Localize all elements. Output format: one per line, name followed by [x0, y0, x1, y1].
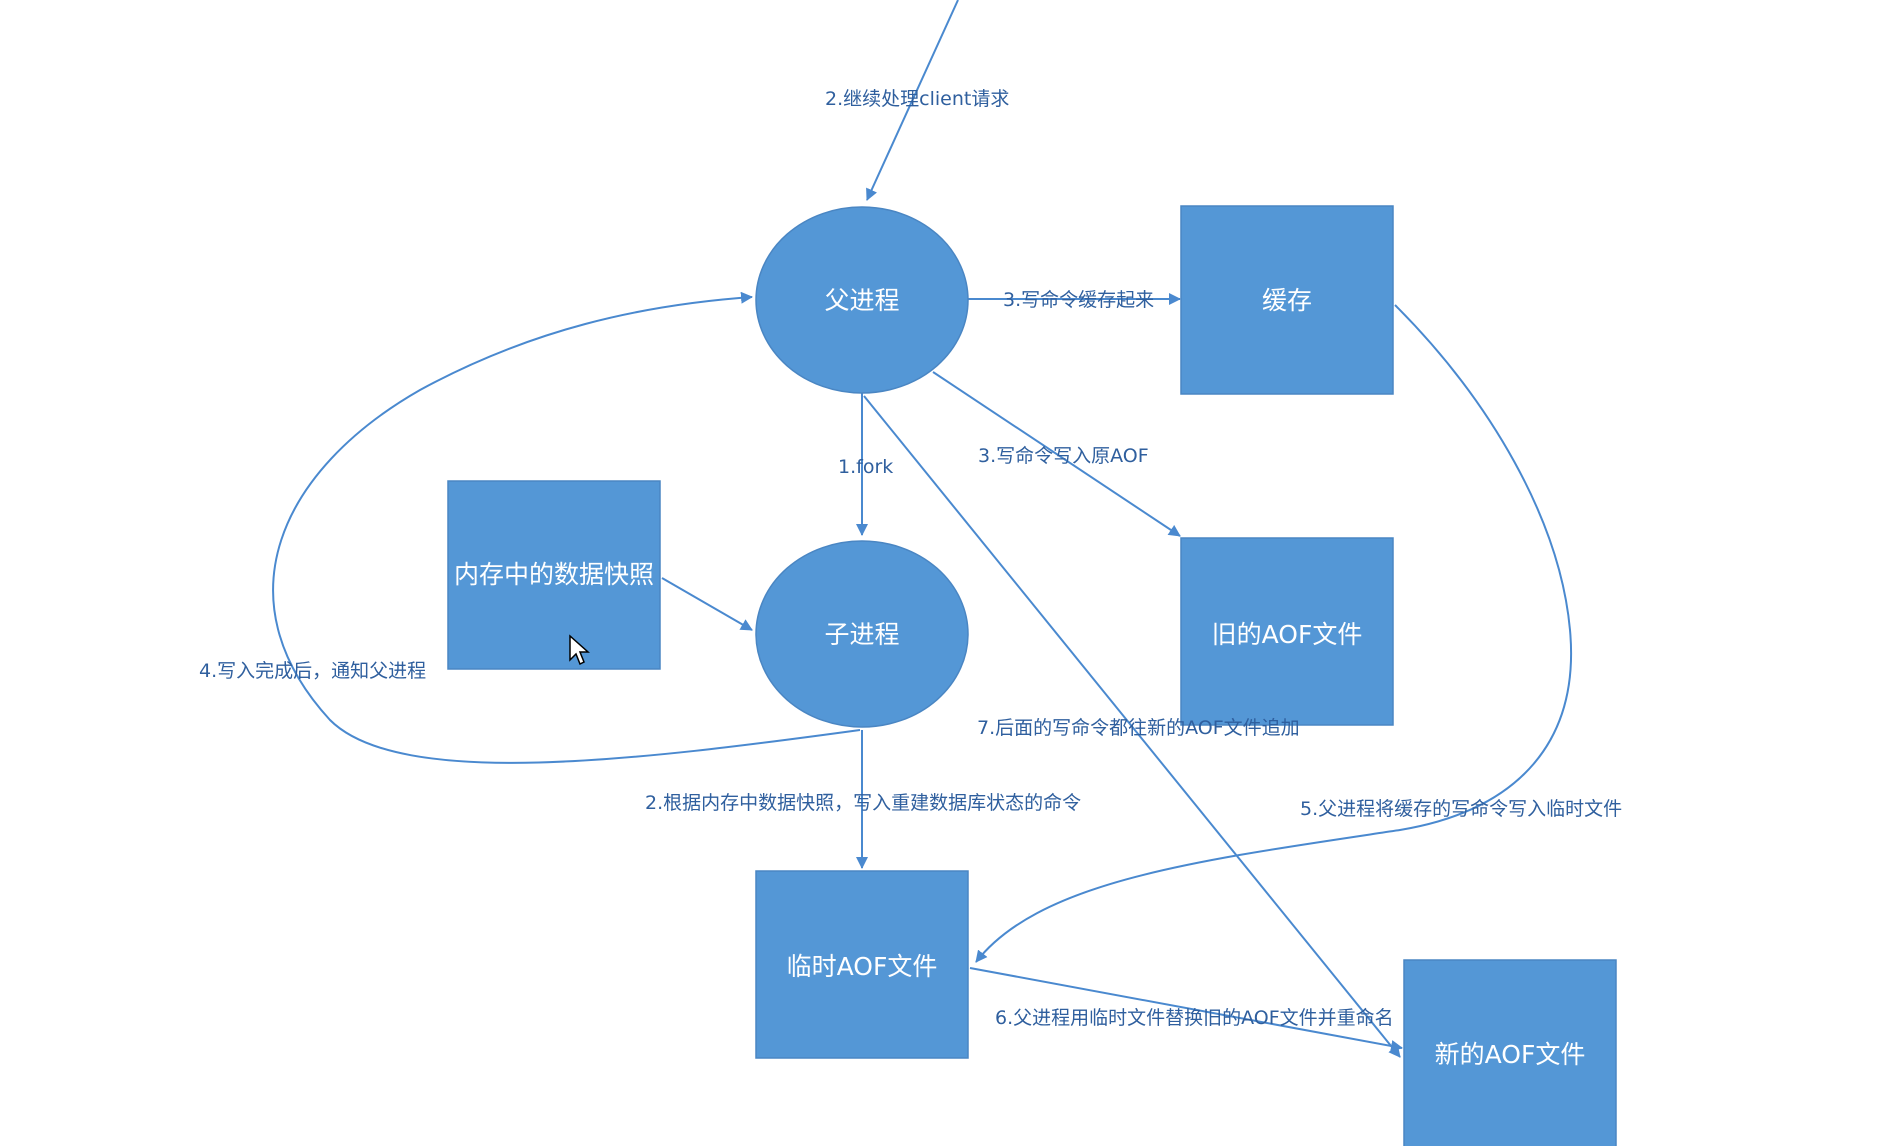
edge-replace-rename: [969, 967, 1403, 1052]
node-memory-snapshot: 内存中的数据快照: [447, 480, 661, 670]
node-temp-aof-label: 临时AOF文件: [787, 952, 938, 981]
edge-write-old-aof: [932, 371, 1181, 537]
label-cache-write: 3.写命令缓存起来: [1003, 289, 1154, 311]
node-child-label: 子进程: [824, 620, 899, 649]
mouse-pointer-icon: [569, 634, 590, 666]
node-parent-process: 父进程: [755, 206, 969, 394]
node-parent-label: 父进程: [824, 286, 899, 315]
edge-snapshot-to-child: [661, 577, 753, 631]
node-child-process: 子进程: [755, 540, 969, 728]
edge-notify-parent: [272, 291, 861, 764]
label-append-new-aof: 7.后面的写命令都往新的AOF文件追加: [977, 717, 1300, 739]
label-write-old-aof: 3.写命令写入原AOF: [978, 445, 1149, 467]
node-cache: 缓存: [1180, 205, 1394, 395]
edge-labels: 2.继续处理client请求 3.写命令缓存起来 3.写命令写入原AOF 1.f…: [199, 88, 1622, 1029]
edge-append-new-aof: [863, 395, 1401, 1058]
node-new-aof: 新的AOF文件: [1403, 959, 1617, 1146]
edge-client-request: [866, 0, 959, 201]
edge-flush-cache: [975, 304, 1572, 963]
node-cache-label: 缓存: [1262, 286, 1312, 315]
node-old-aof: 旧的AOF文件: [1180, 537, 1394, 726]
node-snapshot-label: 内存中的数据快照: [454, 560, 654, 589]
node-new-aof-label: 新的AOF文件: [1435, 1040, 1586, 1069]
label-notify-parent: 4.写入完成后，通知父进程: [199, 660, 426, 682]
label-flush-cache: 5.父进程将缓存的写命令写入临时文件: [1300, 798, 1622, 820]
label-replace-rename: 6.父进程用临时文件替换旧的AOF文件并重命名: [995, 1007, 1394, 1029]
node-temp-aof: 临时AOF文件: [755, 870, 969, 1059]
node-old-aof-label: 旧的AOF文件: [1212, 620, 1363, 649]
label-rebuild-cmds: 2.根据内存中数据快照，写入重建数据库状态的命令: [645, 792, 1081, 814]
nodes: 父进程 缓存 旧的AOF文件 子进程 内存中的数据快照 临时AOF文件: [447, 205, 1617, 1146]
label-client-request: 2.继续处理client请求: [825, 88, 1009, 110]
edges: [272, 0, 1572, 1058]
label-fork: 1.fork: [838, 456, 893, 478]
